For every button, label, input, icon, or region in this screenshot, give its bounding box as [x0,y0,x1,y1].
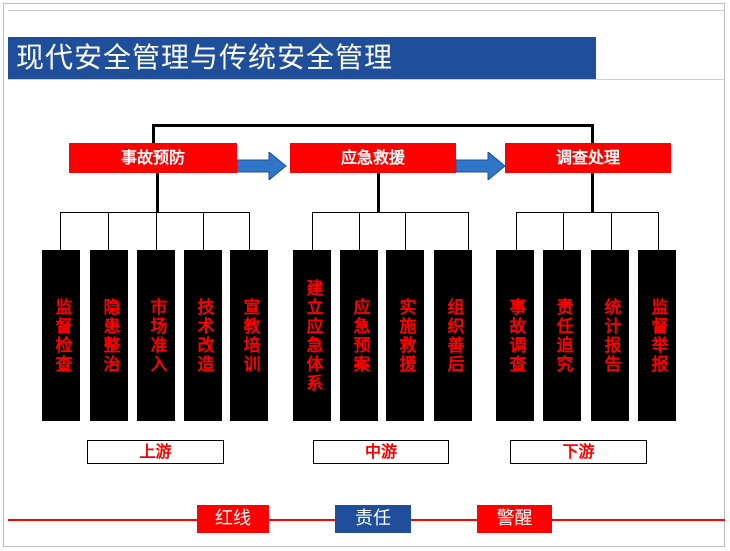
arrow-right-icon [237,152,287,180]
phase-emergency-rescue: 应急救援 [290,143,456,173]
title-divider [8,79,725,80]
tree-stem [591,173,594,213]
box-statistics-report: 统计报告 [591,250,629,421]
tree-drop [468,212,469,250]
box-implement-rescue: 实施救援 [386,250,424,421]
tag-redline: 红线 [197,505,269,533]
tag-responsibility: 责任 [335,505,411,533]
slide-title: 现代安全管理与传统安全管理 [8,37,596,79]
tree-branch [516,212,659,213]
box-supervision-inspection: 监督检查 [42,250,80,421]
stage-downstream: 下游 [510,440,647,464]
tree-stem [377,173,380,213]
slide-frame [3,3,725,547]
box-supervision-report: 监督举报 [638,250,676,421]
tree-drop [108,212,109,250]
phase-investigation: 调查处理 [505,143,671,173]
top-divider [8,10,725,11]
tree-drop [156,212,157,250]
tag-alert: 警醒 [477,505,552,533]
box-market-access: 市场准入 [137,250,175,421]
top-bracket-right [591,124,594,144]
tree-drop [658,212,659,250]
arrow-right-icon [456,152,506,180]
tree-drop [203,212,204,250]
tree-drop [563,212,564,250]
top-bracket-left [152,124,155,144]
tree-branch [312,212,469,213]
tree-drop [359,212,360,250]
top-bracket-horizontal [152,124,594,127]
box-accountability: 责任追究 [543,250,581,421]
box-accident-investigation: 事故调查 [496,250,534,421]
stage-midstream: 中游 [313,440,449,464]
box-emergency-plan: 应急预案 [340,250,378,421]
tree-branch [60,212,250,213]
phase-accident-prevention: 事故预防 [69,143,237,173]
tree-drop [405,212,406,250]
tree-drop [611,212,612,250]
box-hazard-rectification: 隐患整治 [90,250,128,421]
tree-stem [156,173,159,213]
tree-drop [516,212,517,250]
tree-drop [60,212,61,250]
box-establish-emergency-system: 建立应急体系 [293,250,331,421]
box-education-training: 宣教培训 [230,250,268,421]
stage-upstream: 上游 [87,440,224,464]
tree-drop [312,212,313,250]
box-aftermath: 组织善后 [434,250,472,421]
box-tech-upgrade: 技术改造 [184,250,222,421]
tree-drop [249,212,250,250]
